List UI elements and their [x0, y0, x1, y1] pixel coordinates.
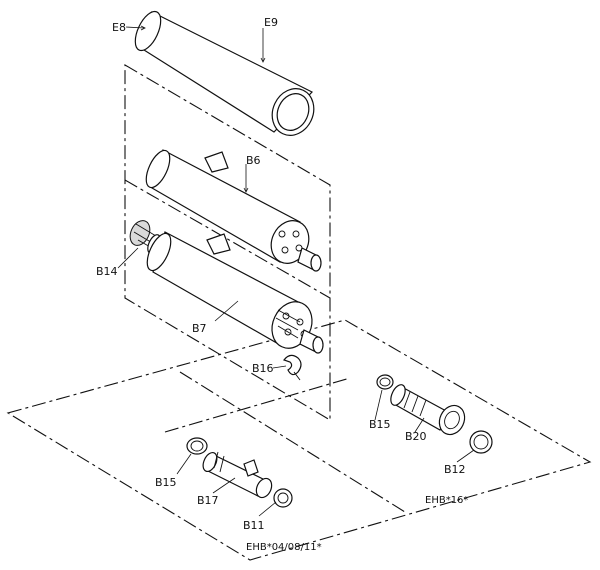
label-b15-right: B15	[369, 418, 391, 431]
label-b6: B6	[246, 154, 261, 167]
label-b17: B17	[197, 494, 219, 507]
ring-b12	[469, 430, 493, 454]
oring-b15-right	[376, 374, 394, 390]
group-label-right: EHB*16*	[425, 495, 468, 506]
upper-group-boundary	[124, 64, 331, 421]
heater-b6	[145, 149, 322, 272]
label-b14: B14	[96, 265, 118, 278]
label-b16: B16	[252, 362, 274, 375]
label-b12: B12	[444, 463, 466, 476]
ring-b11	[273, 488, 293, 508]
label-b11: B11	[243, 519, 265, 532]
oring-b15-left	[186, 437, 208, 455]
lower-group-boundary	[6, 319, 592, 561]
label-e8: E8	[112, 21, 126, 34]
heater-b7	[146, 231, 324, 354]
label-e9: E9	[264, 16, 278, 29]
label-b15-left: B15	[155, 476, 177, 489]
clip-b16	[283, 354, 302, 381]
leader-lines	[117, 25, 475, 517]
label-b7: B7	[192, 322, 207, 335]
shell-e9	[134, 10, 315, 136]
adapter-b20	[390, 384, 466, 436]
label-b20: B20	[405, 430, 427, 443]
group-label-left: EHB*04/08/11*	[246, 542, 322, 553]
fitting-b17	[202, 451, 273, 499]
